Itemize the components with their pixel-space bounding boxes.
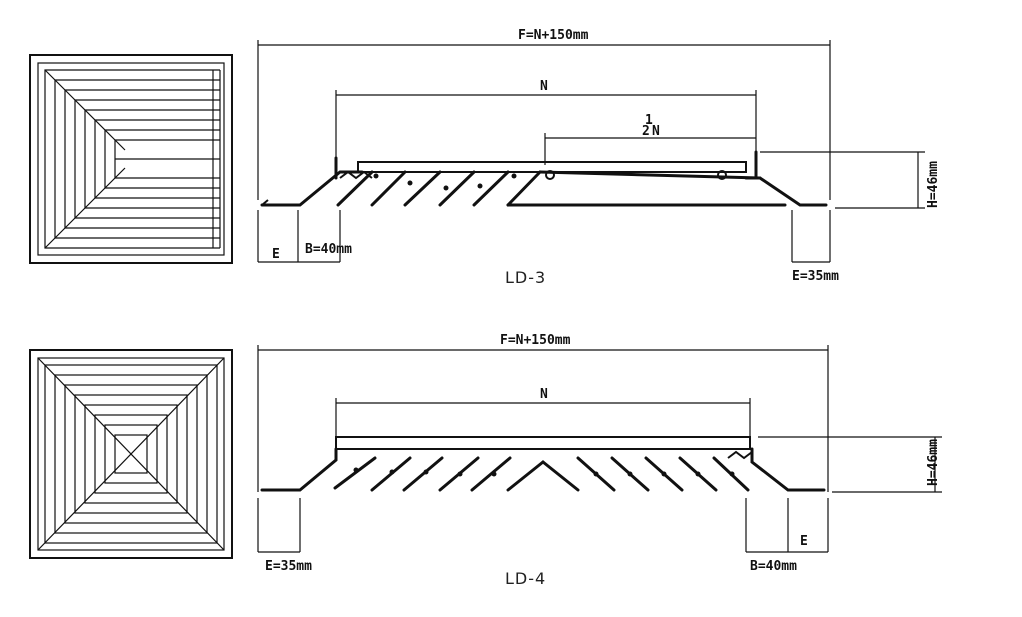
ld4-height: H=46mm	[926, 439, 941, 486]
ld3-plan-view	[29, 54, 233, 264]
ld3-total-width: F=N+150mm	[518, 28, 589, 43]
ld3-height: H=46mm	[926, 161, 941, 208]
ld3-half-num: 1	[645, 113, 653, 128]
ld4-edge-left: E=35mm	[265, 559, 312, 574]
ld4-section-view	[257, 345, 942, 553]
ld4-border: B=40mm	[750, 559, 797, 574]
ld3-half-var: N	[652, 124, 660, 139]
ld3-half-den: 2	[642, 124, 650, 139]
ld3-edge-left: E	[272, 247, 280, 262]
ld3-border: B=40mm	[305, 242, 352, 257]
ld3-model-label: LD-3	[505, 268, 546, 287]
ld4-neck-width: N	[540, 387, 548, 402]
ld3-neck-width: N	[540, 79, 548, 94]
ld4-total-width: F=N+150mm	[500, 333, 571, 348]
ld3-edge-right: E=35mm	[792, 269, 839, 284]
ld3-section-view	[257, 40, 925, 263]
ld4-model-label: LD-4	[505, 569, 546, 588]
ld4-edge-right: E	[800, 534, 808, 549]
ld4-plan-view	[29, 349, 233, 559]
